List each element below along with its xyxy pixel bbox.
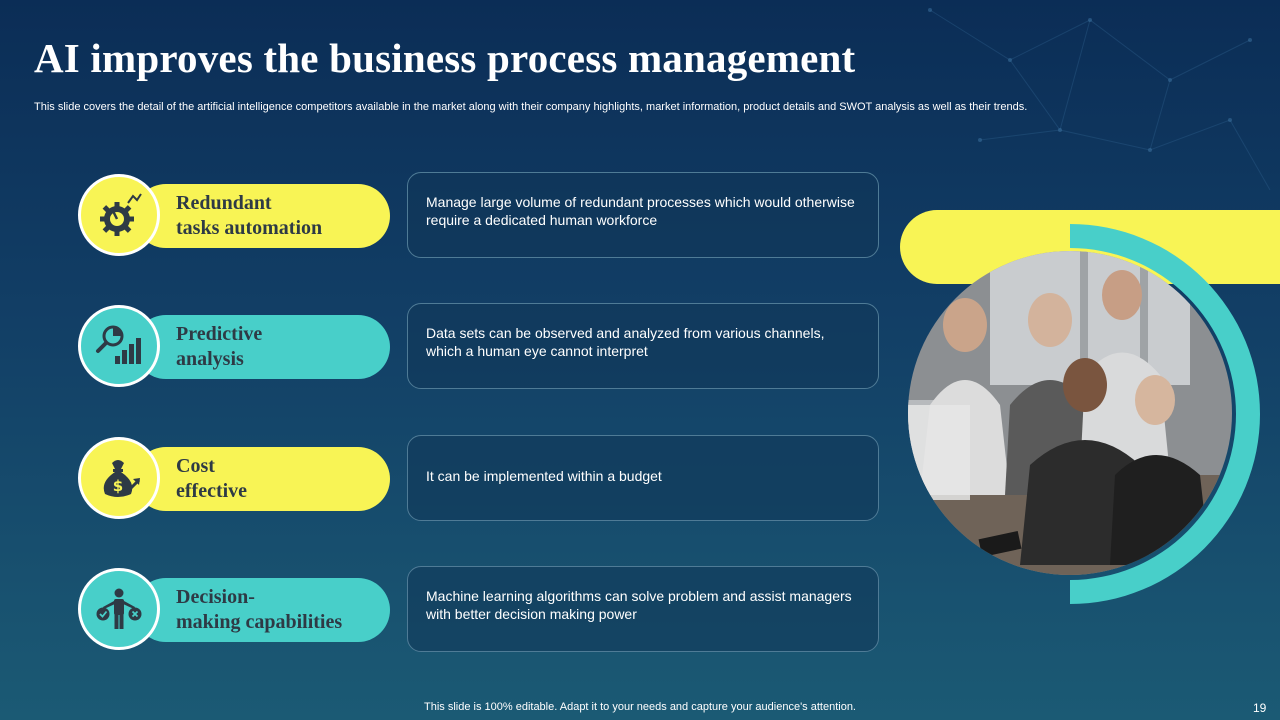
benefit-description-card: Data sets can be observed and analyzed f… <box>407 303 879 389</box>
benefit-icon-circle <box>78 174 160 256</box>
benefit-pill: Decision- making capabilities <box>134 578 390 642</box>
team-photo-group <box>900 205 1280 615</box>
benefit-icon-circle: $ <box>78 437 160 519</box>
benefit-row-cost: Cost effective $ It can be implemented w… <box>0 435 900 525</box>
benefit-description: It can be implemented within a budget <box>426 468 662 484</box>
benefit-label: Redundant tasks automation <box>176 192 323 239</box>
benefit-description-card: It can be implemented within a budget <box>407 435 879 521</box>
benefit-description: Data sets can be observed and analyzed f… <box>426 325 825 359</box>
benefit-label: Cost effective <box>176 455 248 502</box>
slide-title: AI improves the business process managem… <box>34 35 856 81</box>
team-photo-frame <box>900 210 1280 604</box>
benefit-label: Predictive analysis <box>176 323 263 370</box>
slide-subtitle: This slide covers the detail of the arti… <box>34 101 1028 113</box>
benefit-pill: Predictive analysis <box>134 315 390 379</box>
benefit-icon-circle <box>78 568 160 650</box>
gear-gauge-icon <box>100 193 142 236</box>
team-photo <box>908 251 1232 575</box>
benefit-row-automation: Redundant tasks automation Manage large … <box>0 172 900 262</box>
svg-text:$: $ <box>113 477 123 495</box>
benefit-description: Manage large volume of redundant process… <box>426 194 855 228</box>
benefit-icon-circle <box>78 305 160 387</box>
teal-arc-shape <box>1070 224 1260 604</box>
benefit-description-card: Machine learning algorithms can solve pr… <box>407 566 879 652</box>
analytics-chart-icon <box>96 325 141 364</box>
benefit-pill: Redundant tasks automation <box>134 184 390 248</box>
benefit-description: Machine learning algorithms can solve pr… <box>426 588 852 622</box>
slide-footer: This slide is 100% editable. Adapt it to… <box>424 701 856 713</box>
page-number: 19 <box>1253 701 1267 715</box>
benefit-label: Decision- making capabilities <box>176 586 343 633</box>
benefit-description-card: Manage large volume of redundant process… <box>407 172 879 258</box>
benefit-pill: Cost effective <box>134 447 390 511</box>
decision-balance-icon <box>96 588 142 629</box>
money-bag-icon: $ <box>103 460 141 497</box>
benefit-row-decision: Decision- making capabilities Machine le… <box>0 566 900 656</box>
benefit-row-predictive: Predictive analysis Data sets can be obs… <box>0 303 900 393</box>
